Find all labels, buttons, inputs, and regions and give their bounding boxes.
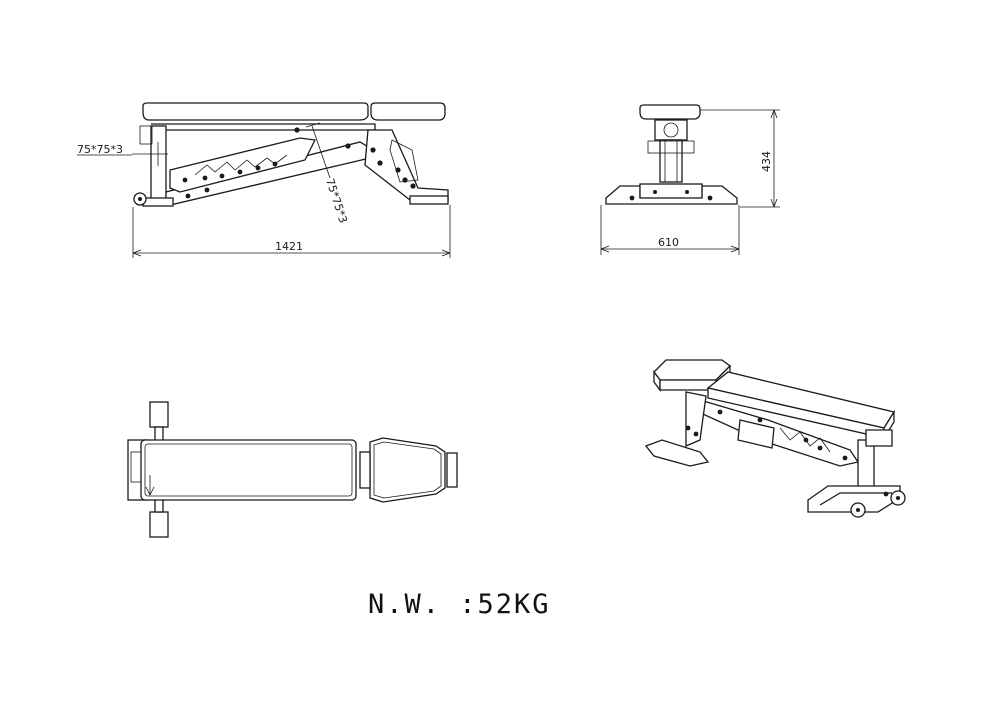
dim-height-label: 434 — [760, 151, 773, 172]
dim-length-label: 1421 — [275, 240, 303, 253]
net-weight-label: N.W. :52KG — [368, 589, 551, 620]
dim-tube-diagonal-label: 75*75*3 — [323, 177, 350, 225]
front-view: 610 434 — [600, 104, 780, 255]
iso-view — [644, 359, 906, 518]
side-view: 75*75*3 75*75*3 1421 — [77, 102, 451, 258]
top-view — [127, 401, 458, 538]
dim-tube-vertical-label: 75*75*3 — [77, 143, 123, 156]
dim-width-label: 610 — [658, 236, 679, 249]
